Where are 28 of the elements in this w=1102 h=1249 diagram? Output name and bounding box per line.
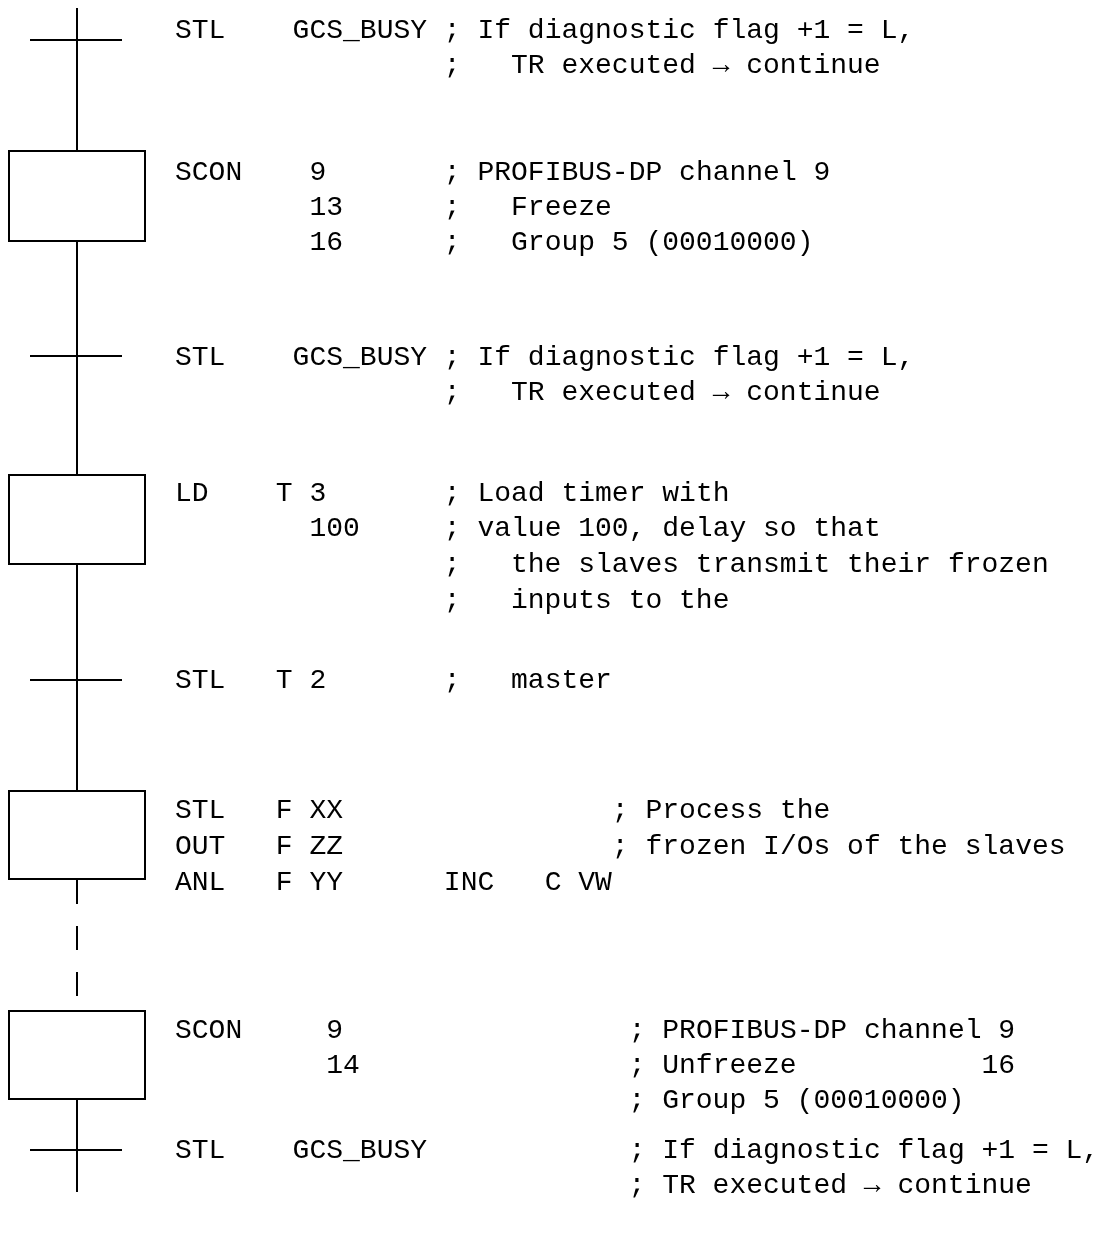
connecting-line <box>76 356 78 475</box>
code-line: STL GCS_BUSY ; If diagnostic flag +1 = L, <box>175 341 915 375</box>
connecting-line <box>76 1150 78 1193</box>
code-line: LD T 3 ; Load timer with <box>175 477 730 511</box>
code-line: ; Group 5 (00010000) <box>628 1084 965 1118</box>
code-line: ; TR executed → continue <box>628 1169 1032 1203</box>
code-line: ; TR executed → continue <box>443 376 881 410</box>
connecting-line <box>76 241 78 356</box>
code-line: OUT F ZZ ; frozen I/Os of the slaves <box>175 830 1066 864</box>
code-line: ; inputs to the <box>443 584 730 618</box>
code-line: ; the slaves transmit their frozen <box>443 548 1049 582</box>
code-line: ; TR executed → continue <box>443 49 881 83</box>
code-line: 13 ; Freeze <box>309 191 612 225</box>
code-line: SCON 9 ; PROFIBUS-DP channel 9 <box>175 1014 1016 1048</box>
code-line: 16 ; Group 5 (00010000) <box>309 226 814 260</box>
code-line: STL GCS_BUSY ; If diagnostic flag +1 = L, <box>175 1134 1100 1168</box>
connecting-line <box>76 564 78 680</box>
connecting-line <box>76 1099 78 1150</box>
code-line: ANL F YY INC C VW <box>175 866 612 900</box>
code-line: STL GCS_BUSY ; If diagnostic flag +1 = L, <box>175 14 915 48</box>
code-line: SCON 9 ; PROFIBUS-DP channel 9 <box>175 156 831 190</box>
code-line: 100 ; value 100, delay so that <box>309 512 881 546</box>
code-line: STL F XX ; Process the <box>175 794 831 828</box>
connecting-line <box>76 680 78 791</box>
connecting-line <box>76 7 78 40</box>
code-line: 14 ; Unfreeze 16 <box>326 1049 1016 1083</box>
code-line: STL T 2 ; master <box>175 664 612 698</box>
connecting-line <box>76 40 78 151</box>
